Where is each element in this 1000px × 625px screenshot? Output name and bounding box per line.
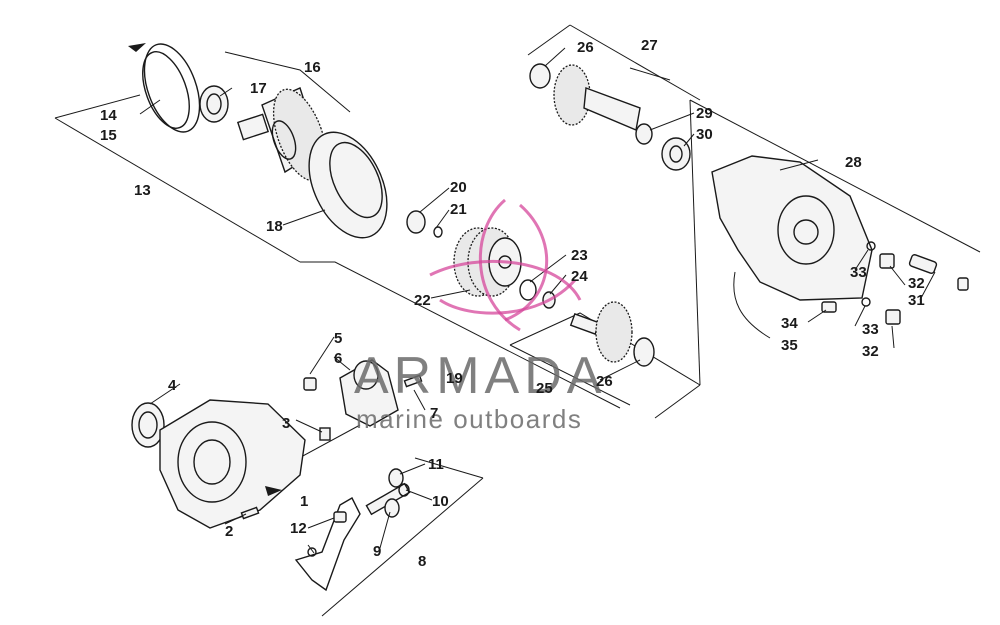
input-gear-part	[529, 63, 641, 131]
shift-actuator-part	[339, 359, 423, 427]
callout-20: 20	[450, 179, 467, 196]
gear-housing-part	[159, 399, 306, 529]
callout-26-lower: 26	[596, 373, 613, 390]
callout-34: 34	[781, 315, 798, 332]
gear-case-cover-part	[711, 155, 873, 301]
watermark-tagline: marine outboards	[356, 404, 582, 434]
callout-11: 11	[428, 456, 444, 473]
callout-1: 1	[300, 493, 308, 510]
seal-part	[131, 402, 165, 448]
shaft-bearing-part	[635, 123, 691, 171]
callout-23: 23	[571, 247, 588, 264]
callout-18: 18	[266, 218, 283, 235]
callout-10: 10	[432, 493, 449, 510]
callout-labels: 1 2 3 4 5 6 7 8 9 10 11 12 13 14 15 16 1…	[100, 37, 925, 570]
callout-12: 12	[290, 520, 307, 537]
callout-4: 4	[168, 377, 177, 394]
callout-33-lower: 33	[862, 321, 879, 338]
callout-3: 3	[282, 415, 290, 432]
bearing-part	[199, 85, 229, 123]
callout-25: 25	[536, 380, 553, 397]
watermark: ARMADA marine outboards	[354, 198, 606, 434]
sensor-fitting-part	[821, 241, 969, 325]
callout-31: 31	[908, 292, 925, 309]
watermark-brand: ARMADA	[354, 347, 606, 405]
callout-7: 7	[430, 405, 438, 422]
callout-22: 22	[414, 292, 431, 309]
callout-19: 19	[446, 370, 463, 387]
callout-30: 30	[696, 126, 713, 143]
callout-26-upper: 26	[577, 39, 594, 56]
clutch-ring-part	[308, 131, 388, 239]
callout-leaders	[139, 47, 936, 554]
washer-part	[406, 210, 443, 238]
callout-35: 35	[781, 337, 798, 354]
callout-27: 27	[641, 37, 658, 54]
callout-32-lower: 32	[862, 343, 879, 360]
watermark-logo-icon	[429, 198, 582, 332]
callout-9: 9	[373, 543, 381, 560]
callout-32-upper: 32	[908, 275, 925, 292]
arrow-marker-icon	[128, 43, 146, 52]
shift-fork-part	[294, 468, 411, 592]
callout-17: 17	[250, 80, 267, 97]
output-gear-part	[569, 301, 655, 367]
arrow-marker-icon	[265, 486, 282, 496]
group-brackets	[54, 24, 981, 617]
callout-15: 15	[100, 127, 117, 144]
callout-21: 21	[450, 201, 467, 218]
callout-5: 5	[334, 330, 342, 347]
drive-drum-part	[236, 87, 328, 182]
callout-2: 2	[225, 523, 233, 540]
callout-29: 29	[696, 105, 713, 122]
callout-14: 14	[100, 107, 117, 124]
snap-ring-part	[128, 43, 201, 133]
callout-6: 6	[334, 350, 342, 367]
callout-33-upper: 33	[850, 264, 867, 281]
callout-13: 13	[134, 182, 151, 199]
callout-8: 8	[418, 553, 426, 570]
callout-16: 16	[304, 59, 321, 76]
callout-28: 28	[845, 154, 862, 171]
callout-24: 24	[571, 268, 588, 285]
